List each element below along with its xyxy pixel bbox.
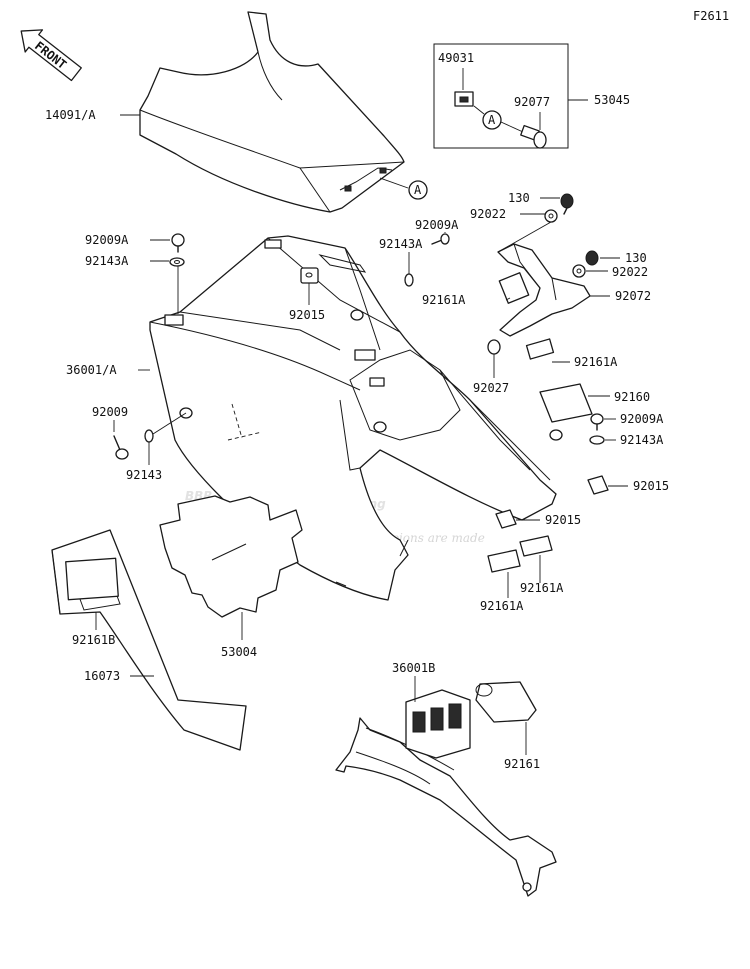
label-53004: 53004 xyxy=(221,645,257,659)
figure-code: F2611 xyxy=(693,9,729,23)
upper-cover-part xyxy=(139,11,405,213)
label-92009a-left: 92009A xyxy=(85,233,129,247)
label-53045: 53045 xyxy=(594,93,630,107)
tray-36001b-part xyxy=(335,689,557,897)
label-92027: 92027 xyxy=(473,381,509,395)
nut-92015-top-icon xyxy=(300,267,319,284)
label-49031: 49031 xyxy=(438,51,474,65)
label-92143a-right: 92143A xyxy=(620,433,664,447)
label-92161a-low: 92161A xyxy=(480,599,524,613)
label-92022-right: 92022 xyxy=(612,265,648,279)
label-92009a-top: 92009A xyxy=(415,218,459,232)
bolt-130-top-icon xyxy=(560,193,574,215)
label-92077: 92077 xyxy=(514,95,550,109)
label-92161: 92161 xyxy=(504,757,540,771)
tape-92161-part xyxy=(475,681,537,723)
panel-16073-part xyxy=(51,529,247,751)
label-92161a-right: 92161A xyxy=(574,355,618,369)
washer-92143-icon xyxy=(144,429,154,443)
decal-53004-part xyxy=(159,495,303,618)
pad-92160-icon xyxy=(539,383,593,423)
label-36001b: 36001B xyxy=(392,661,435,675)
label-16073: 16073 xyxy=(84,669,120,683)
label-92143a-mid: 92143A xyxy=(379,237,423,251)
pads-92161a-low xyxy=(487,535,553,573)
label-92161b: 92161B xyxy=(72,633,115,647)
washer-92022-top-icon xyxy=(544,209,558,223)
washer-92022-right-icon xyxy=(572,264,586,278)
bolt-130-right-icon xyxy=(585,250,599,266)
label-92015-right: 92015 xyxy=(633,479,669,493)
pad-92161a-mid xyxy=(498,272,530,304)
washer-92143a-left-icon xyxy=(169,257,185,267)
svg-text:A: A xyxy=(414,183,422,197)
label-92072: 92072 xyxy=(615,289,651,303)
label-92015-low: 92015 xyxy=(545,513,581,527)
label-130-top: 130 xyxy=(508,191,530,205)
label-92022-top: 92022 xyxy=(470,207,506,221)
label-92160: 92160 xyxy=(614,390,650,404)
screw-92077-icon xyxy=(520,124,547,149)
nut-92015-low-icon xyxy=(495,509,517,529)
bolt-92009a-top-icon xyxy=(431,233,450,245)
label-92143a-left: 92143A xyxy=(85,254,129,268)
label-130-right: 130 xyxy=(625,251,647,265)
label-92161a-mid: 92161A xyxy=(422,293,466,307)
label-36001a: 36001/A xyxy=(66,363,117,377)
label-92161a-lowright: 92161A xyxy=(520,581,564,595)
bolt-92009a-left-icon xyxy=(171,233,185,253)
label-92015-top: 92015 xyxy=(289,308,325,322)
bolt-92009a-right-icon xyxy=(590,413,604,431)
washer-92143a-mid-icon xyxy=(404,273,414,287)
part-kit-box-53045: A xyxy=(433,43,588,149)
washer-92143a-right-icon xyxy=(589,435,605,445)
ref-marker-a-upper: A xyxy=(408,180,428,200)
label-14091a: 14091/A xyxy=(45,108,96,122)
decal-92161b xyxy=(65,557,119,601)
bracket-92072-part xyxy=(497,243,591,360)
grommet-92027-icon xyxy=(487,339,501,355)
ref-marker-a-box: A xyxy=(488,113,496,127)
nut-92015-right-icon xyxy=(587,475,609,495)
label-92009a-right: 92009A xyxy=(620,412,664,426)
clip-icon xyxy=(164,314,184,326)
front-arrow-icon: FRONT xyxy=(20,29,82,82)
bolt-92009-icon xyxy=(113,435,129,460)
label-92009: 92009 xyxy=(92,405,128,419)
label-92143: 92143 xyxy=(126,468,162,482)
pad-92161a-right xyxy=(525,338,555,360)
